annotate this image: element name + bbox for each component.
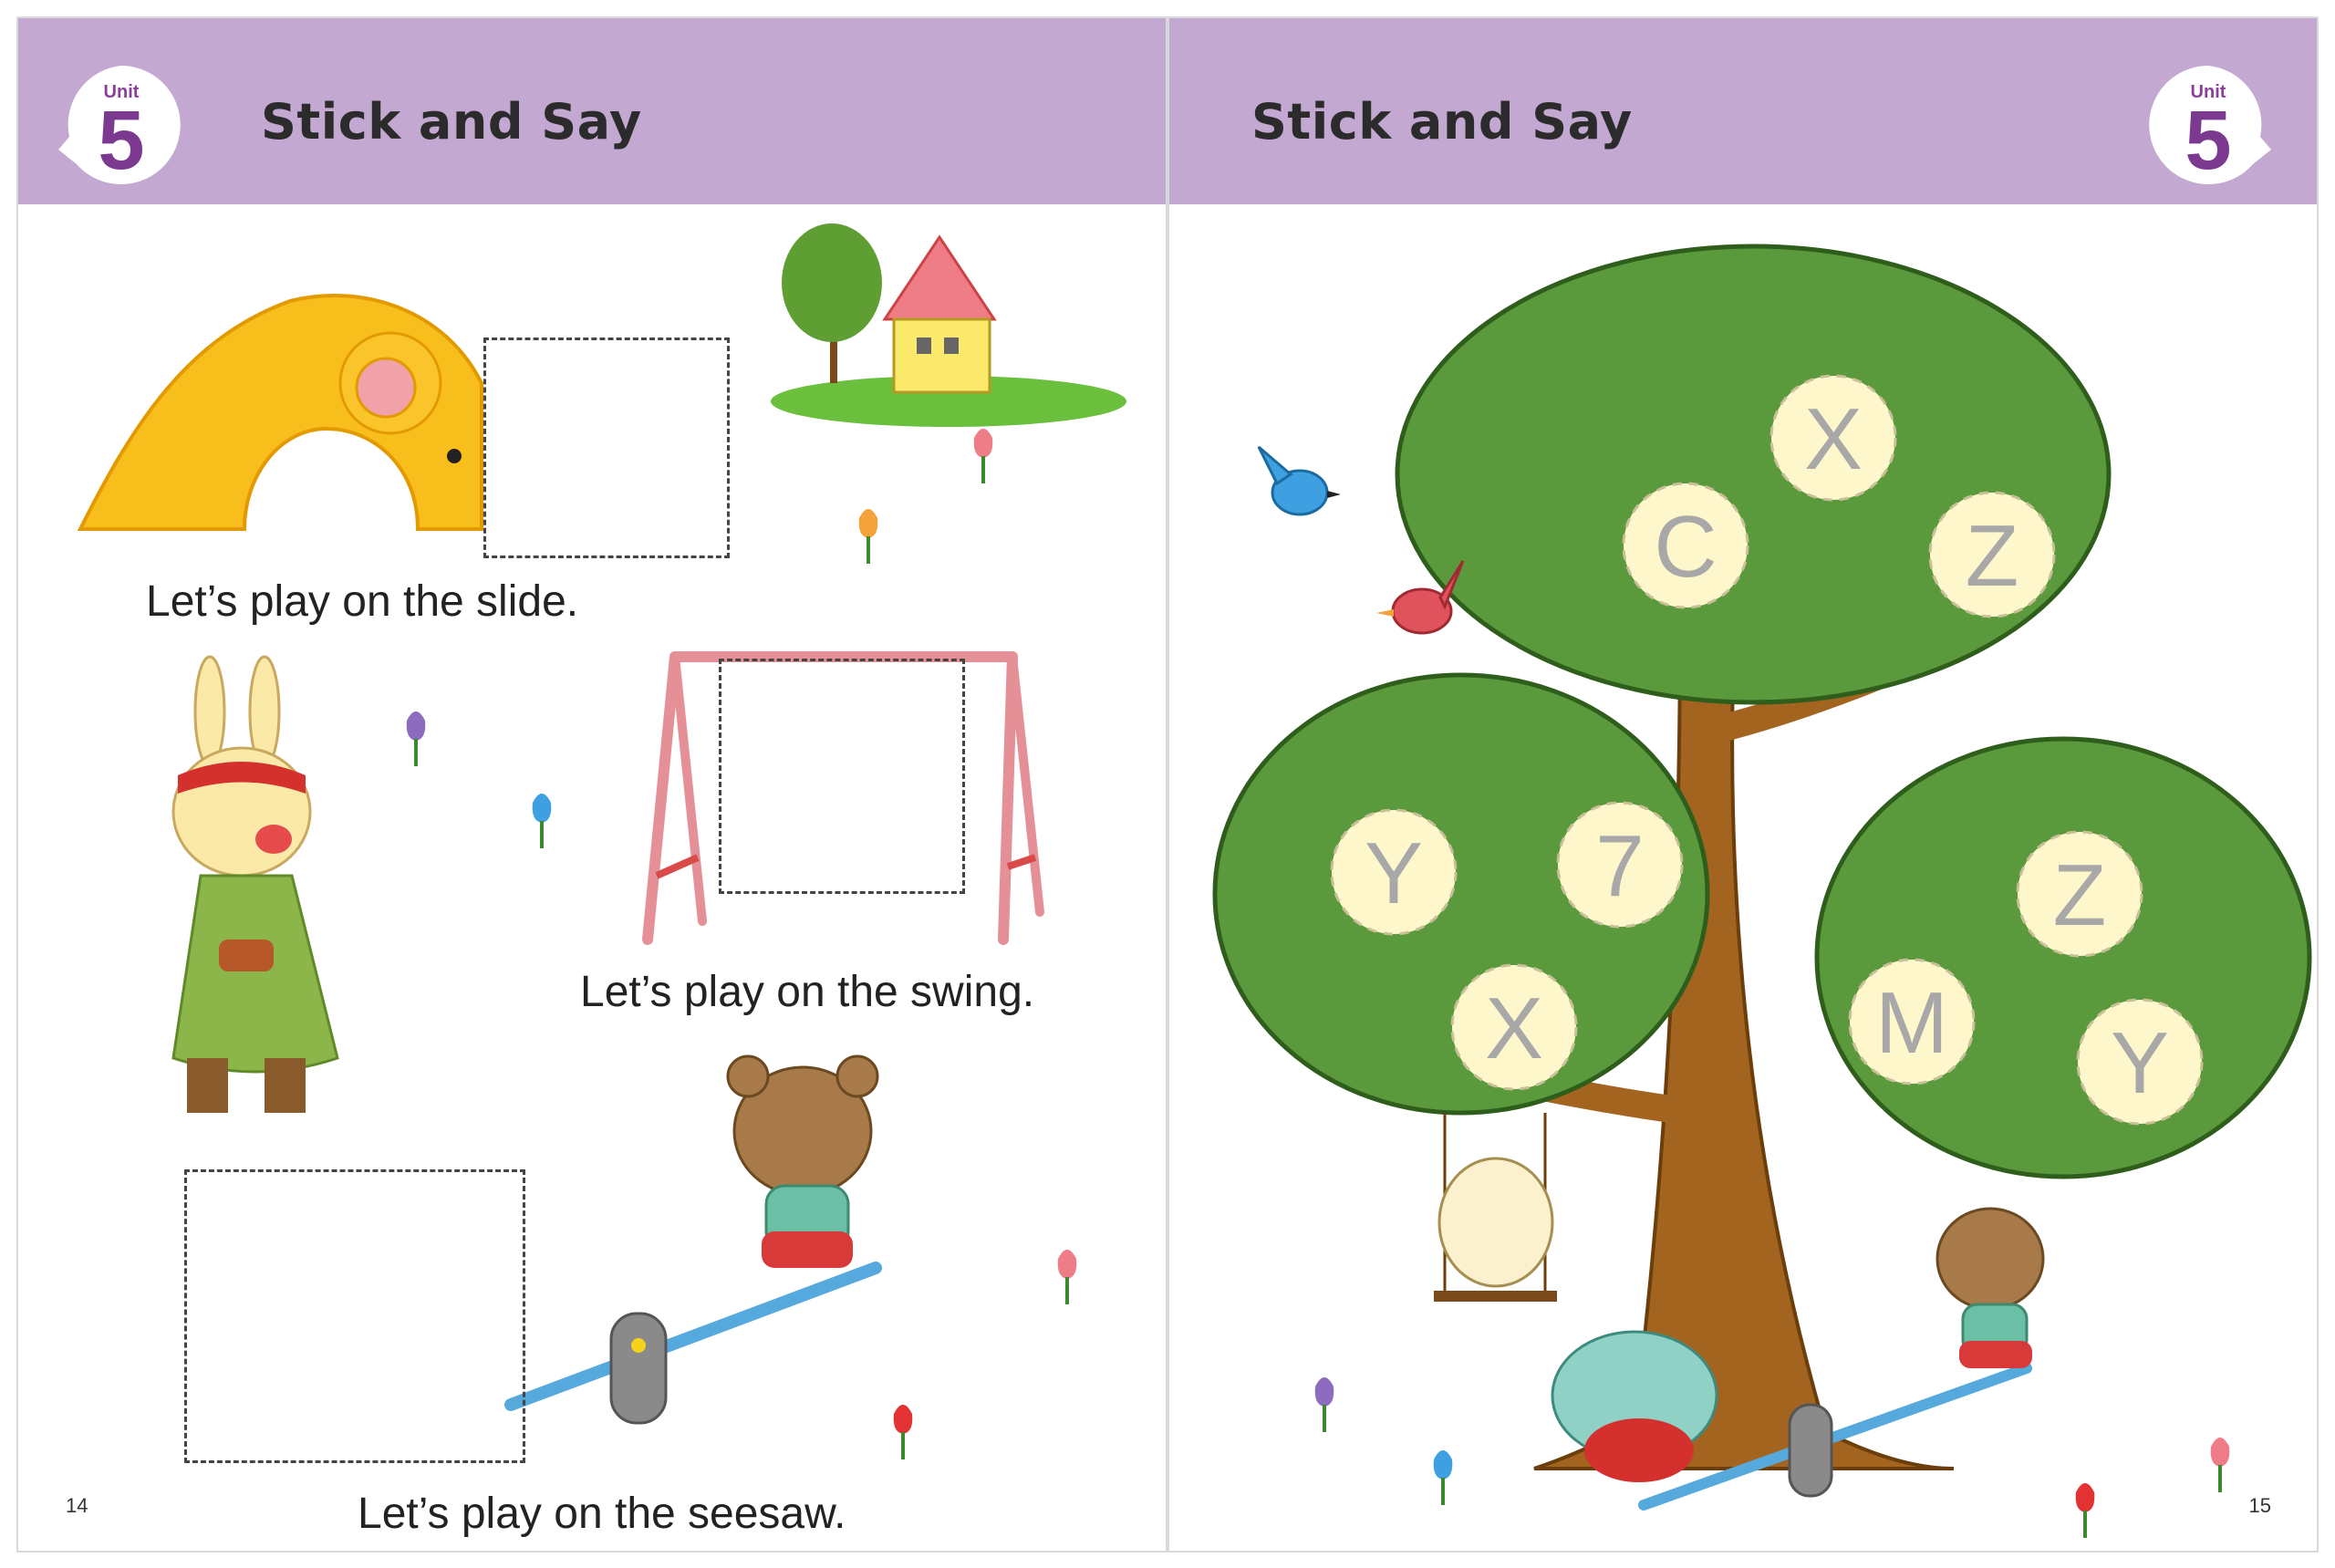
flower-icon <box>893 1405 913 1459</box>
bear-seesaw-illustration <box>504 1054 882 1425</box>
tree-letter: Z <box>2053 846 2107 944</box>
tree-letter: Z <box>1966 507 2019 605</box>
header-band <box>18 18 1166 204</box>
slide-illustration <box>77 294 483 531</box>
unit-number: 5 <box>98 94 145 187</box>
unit-label: Unit <box>2190 82 2226 102</box>
caption-swing: Let’s play on the swing. <box>580 968 1035 1016</box>
tree-letter: X <box>1485 980 1543 1077</box>
red-bird-icon <box>1376 560 1465 635</box>
flower-icon <box>1314 1377 1334 1432</box>
flower-icon <box>2210 1438 2230 1492</box>
page-number: 15 <box>2248 1494 2271 1517</box>
caption-slide: Let’s play on the slide. <box>146 577 579 626</box>
left-page: Unit 5 Stick and Say Let’s play on the s… <box>16 16 1168 1552</box>
page-title: Stick and Say <box>1251 93 1633 151</box>
tree-letter: Y <box>2111 1014 2169 1112</box>
unit-badge: Unit 5 <box>58 62 184 188</box>
tree-letter: Y <box>1365 825 1423 922</box>
tree-illustration: X C Z Y 7 X Z M Y <box>1212 244 2312 1511</box>
letter-circles <box>1330 374 2204 1126</box>
speech-bubble-icon <box>58 66 181 184</box>
speech-bubble-icon <box>2149 66 2271 184</box>
flower-icon <box>532 794 552 848</box>
unit-number: 5 <box>2185 94 2232 187</box>
tree-letter: C <box>1654 498 1717 596</box>
right-page: Stick and Say Unit 5 <box>1168 16 2319 1552</box>
flower-icon <box>973 429 993 483</box>
flower-icon <box>1433 1450 1453 1505</box>
tree-letter: 7 <box>1595 817 1644 915</box>
tree-letter: M <box>1875 974 1948 1072</box>
flower-icon <box>858 509 878 564</box>
swing-sticker-box[interactable] <box>719 659 965 894</box>
page-number: 14 <box>66 1494 88 1517</box>
unit-label: Unit <box>103 82 140 102</box>
swing-illustration <box>642 651 1044 945</box>
house-illustration <box>771 223 1126 427</box>
tree-letter: X <box>1804 390 1863 488</box>
header-band <box>1169 18 2317 204</box>
caption-seesaw: Let’s play on the seesaw. <box>358 1490 846 1538</box>
page-title: Stick and Say <box>261 93 642 151</box>
rabbit-illustration <box>171 655 339 1113</box>
flower-icon <box>1057 1250 1077 1304</box>
flower-icon <box>406 711 426 766</box>
seesaw-sticker-box[interactable] <box>184 1169 525 1463</box>
flower-icon <box>2075 1483 2095 1538</box>
blue-bird-icon <box>1257 445 1341 516</box>
slide-sticker-box[interactable] <box>483 337 730 558</box>
unit-badge: Unit 5 <box>2145 62 2271 188</box>
